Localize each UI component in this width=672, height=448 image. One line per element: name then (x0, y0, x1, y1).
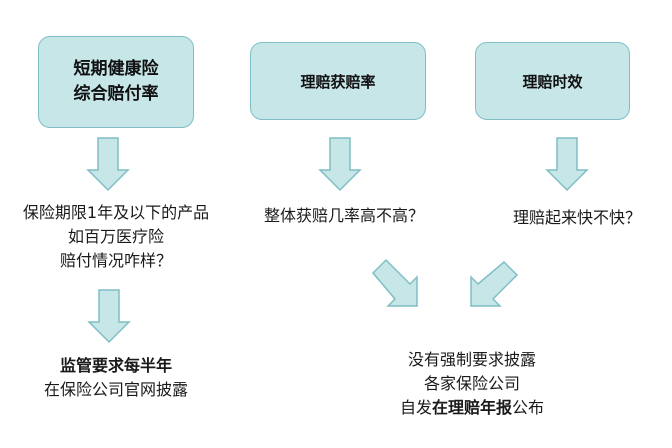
note-line3: 自发在理赔年报公布 (322, 396, 622, 420)
note-line3-prefix: 自发 (399, 398, 432, 417)
claim-speed-question: 理赔起来快不快？ (492, 206, 662, 230)
claim-rate-question: 整体获赔几率高不高？ (240, 204, 448, 228)
note-line1-bold: 监管要求每半年 (59, 356, 172, 375)
down-arrow-1 (86, 137, 130, 192)
note-line3-suffix: 公布 (512, 398, 545, 417)
down-arrow-2 (318, 137, 362, 192)
box-label: 理赔获赔率 (300, 72, 376, 91)
down-arrow-4 (87, 289, 131, 344)
diagonal-arrow-left (371, 258, 418, 307)
note-line3-bold: 在理赔年报 (431, 398, 512, 417)
question-text: 整体获赔几率高不高？ (263, 206, 424, 225)
note-line1: 没有强制要求披露 (407, 350, 536, 369)
claim-approval-rate-box: 理赔获赔率 (250, 42, 426, 120)
box-label-line1: 短期健康险 (73, 59, 159, 79)
short-term-health-insurance-box: 短期健康险 综合赔付率 (38, 36, 194, 128)
note-line2: 在保险公司官网披露 (43, 380, 188, 399)
question-line1: 保险期限1年及以下的产品 (22, 203, 210, 222)
short-term-question: 保险期限1年及以下的产品 如百万医疗险 赔付情况咋样？ (8, 201, 224, 273)
diagonal-arrow-right (470, 260, 519, 307)
question-line2: 如百万医疗险 (67, 227, 164, 246)
question-text: 理赔起来快不快？ (512, 208, 641, 227)
down-arrow-3 (545, 137, 589, 192)
regulation-left-note: 监管要求每半年 在保险公司官网披露 (8, 354, 224, 402)
box-label: 理赔时效 (522, 72, 583, 91)
question-line3: 赔付情况咋样？ (59, 251, 172, 270)
claim-timeliness-box: 理赔时效 (475, 42, 630, 120)
note-line2: 各家保险公司 (423, 374, 520, 393)
regulation-right-note: 没有强制要求披露 各家保险公司 自发在理赔年报公布 (322, 348, 622, 420)
box-label-line2: 综合赔付率 (73, 84, 159, 104)
